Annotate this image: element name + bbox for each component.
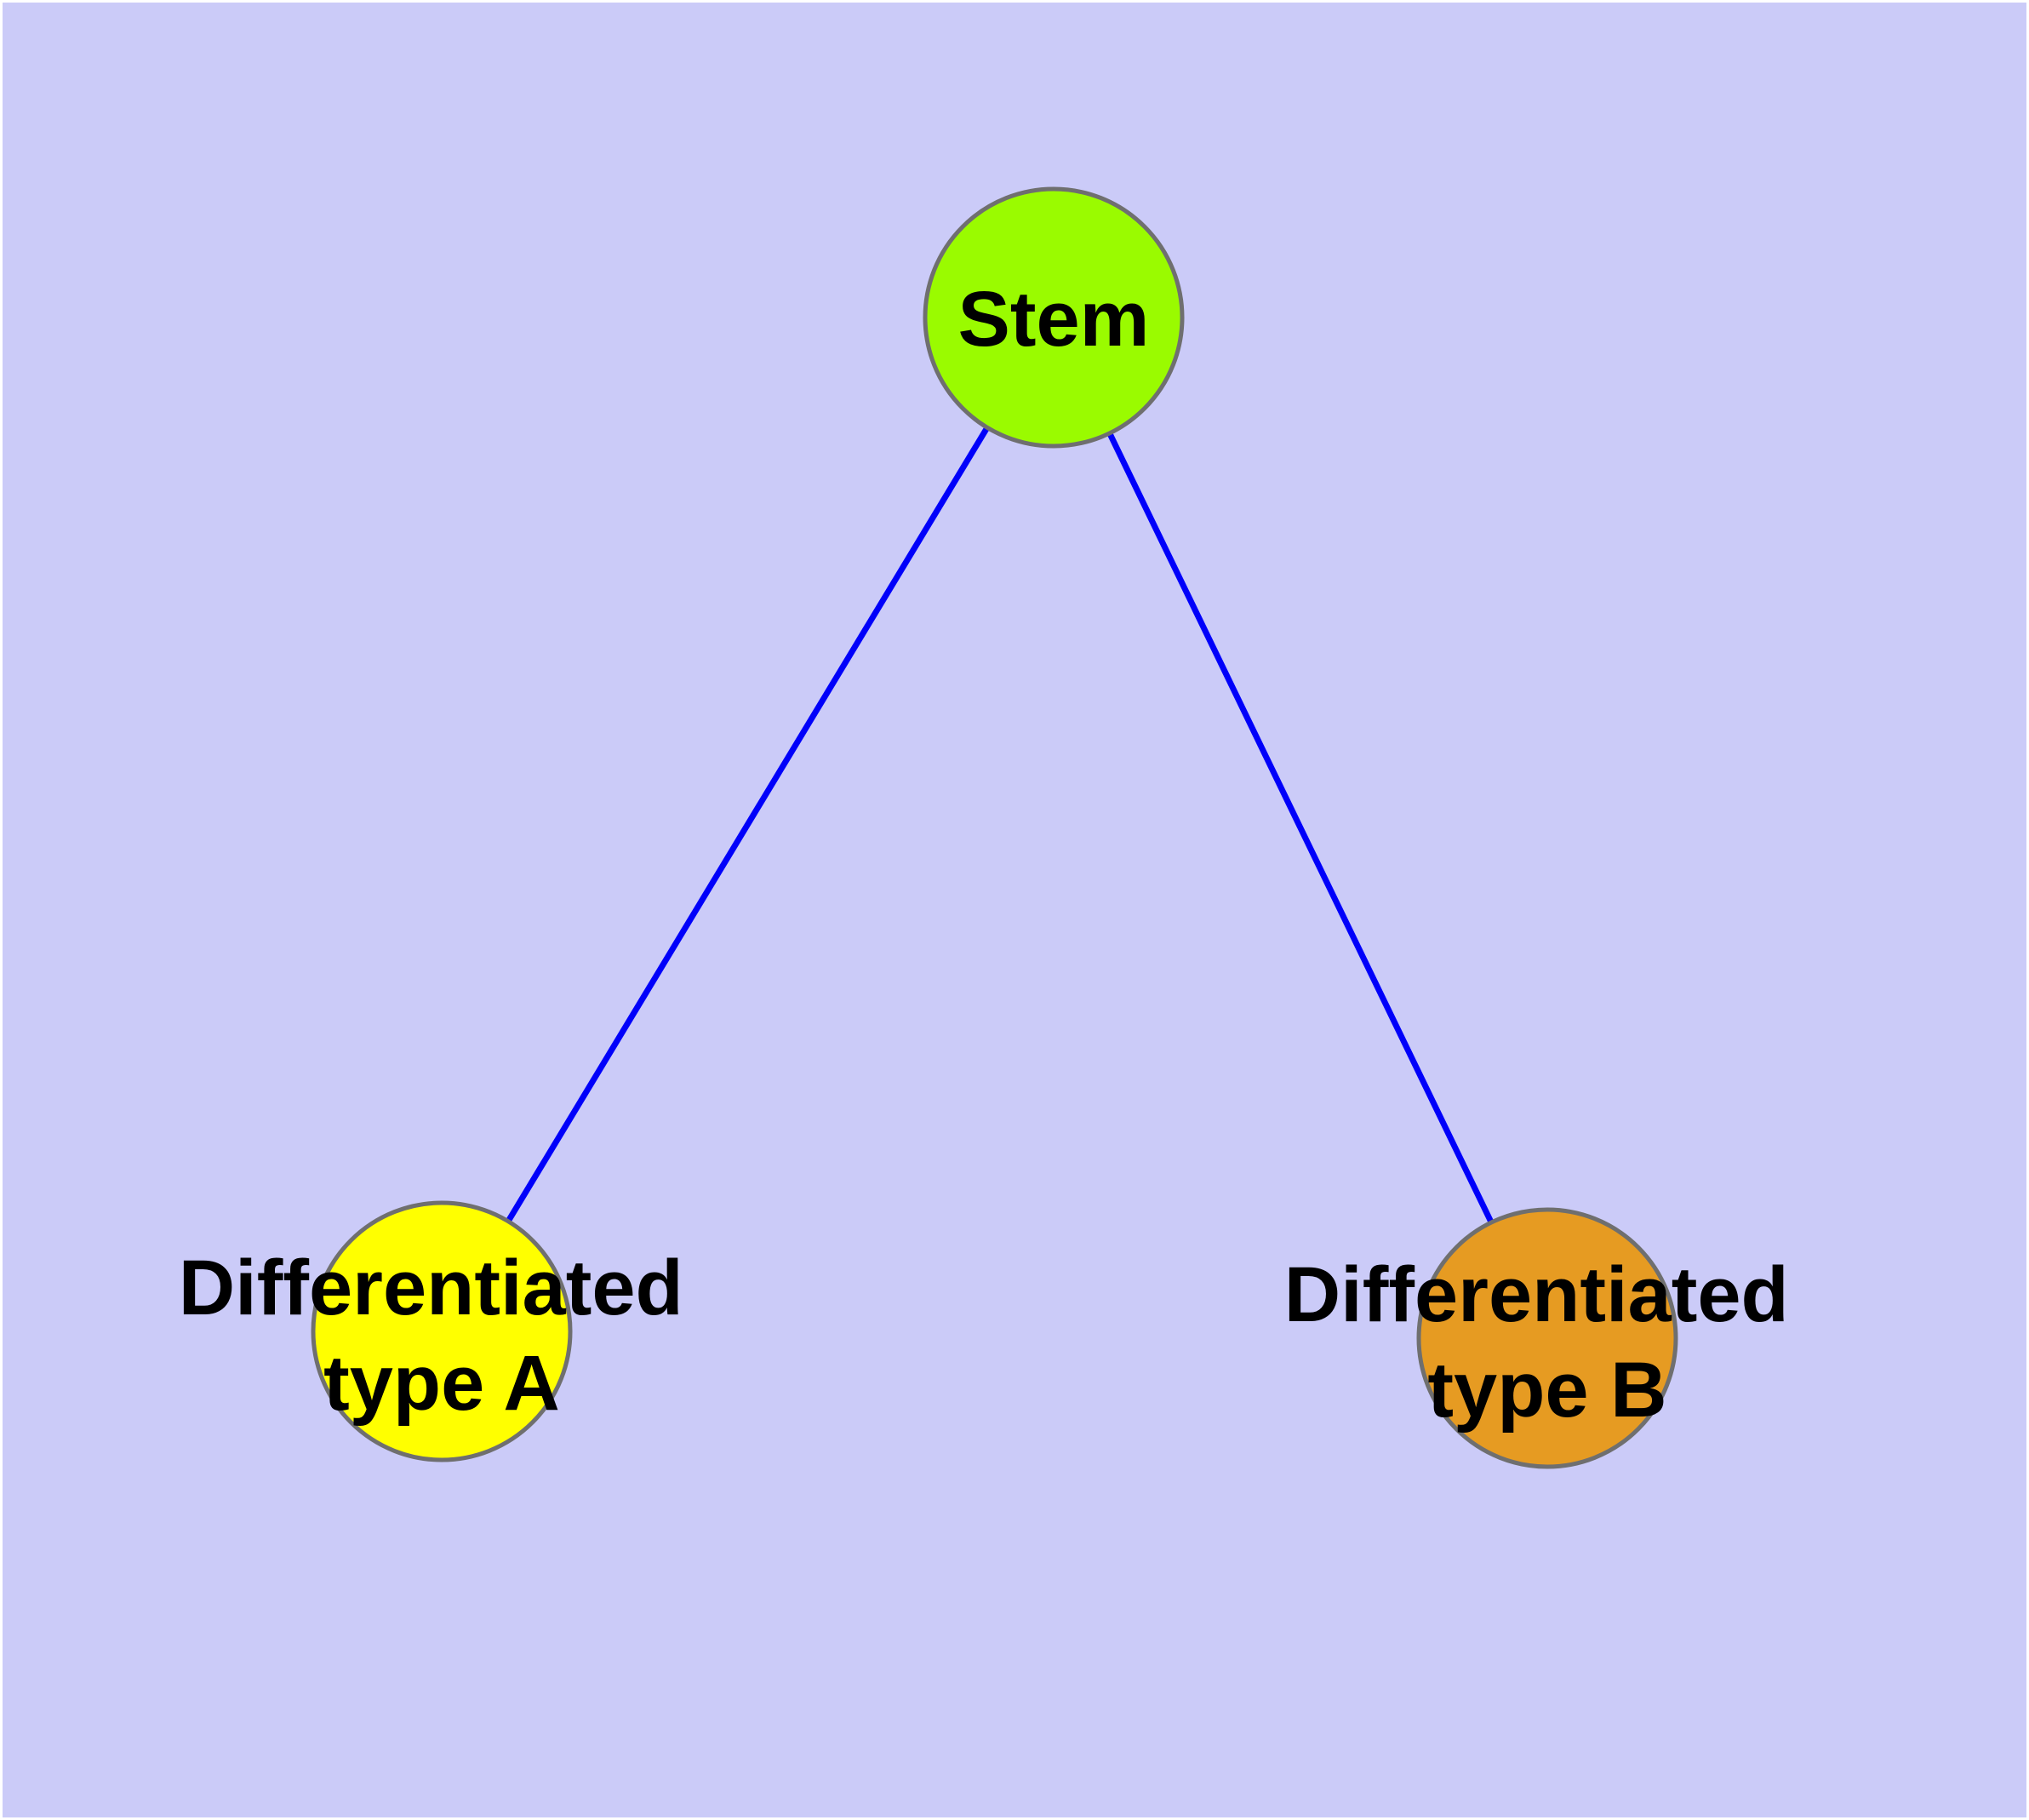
node-type-b-label-line1: Differentiated — [1284, 1251, 1789, 1338]
edge-stem-to-type-b — [1050, 316, 1551, 1340]
node-type-b-circle — [1416, 1207, 1678, 1469]
node-type-b-label-line2: type B — [1427, 1347, 1666, 1434]
edge-stem-to-type-a — [439, 316, 1056, 1333]
node-type-a-label-line1: Differentiated — [179, 1245, 683, 1331]
node-stem-label: Stem — [958, 276, 1150, 363]
node-stem-circle — [923, 186, 1185, 449]
node-type-a-label: Differentiated type A — [179, 1245, 706, 1427]
node-type-a-circle — [311, 1200, 573, 1462]
node-type-b-label: Differentiated type B — [1284, 1251, 1811, 1434]
node-type-a-label-line2: type A — [323, 1340, 560, 1427]
